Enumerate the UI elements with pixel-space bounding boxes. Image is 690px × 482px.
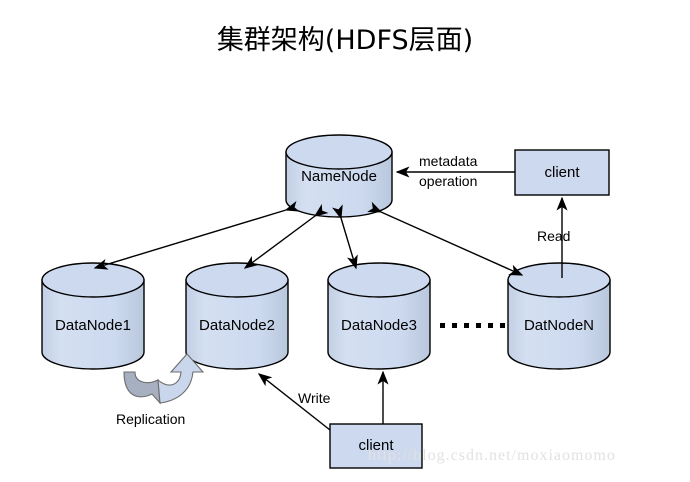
namenode-cylinder-top	[285, 134, 393, 170]
datanoden-cylinder-top	[507, 262, 611, 298]
metadata-label-line2: operation	[419, 173, 478, 189]
node-client-top[interactable]	[514, 149, 610, 196]
datanode2-cylinder-top	[185, 262, 289, 298]
read-label: Read	[537, 228, 571, 244]
edge-namenode-datanoden	[367, 201, 524, 276]
client-bottom-box	[329, 423, 423, 469]
node-datanode2[interactable]	[185, 262, 289, 370]
edge-namenode-datanode3	[332, 204, 358, 270]
node-datanode1[interactable]	[41, 262, 145, 370]
watermark-text: http://blog.csdn.net/moxiaomomo	[368, 447, 616, 464]
datanode3-cylinder-body	[327, 279, 431, 370]
metadata-label-line1: metadata	[419, 153, 478, 169]
replication-arrow	[123, 353, 205, 405]
datanode1-cylinder-body	[41, 279, 145, 370]
page-title: 集群架构(HDFS层面)	[216, 25, 474, 56]
datanode1-cylinder-top	[41, 262, 145, 298]
edge-write	[257, 373, 331, 431]
datanoden-cylinder-body	[507, 279, 611, 370]
write-label: Write	[298, 390, 331, 406]
node-client-bottom[interactable]	[329, 423, 423, 469]
replication-label: Replication	[116, 411, 186, 427]
datanode3-cylinder-top	[327, 262, 431, 298]
node-datanode3[interactable]	[327, 262, 431, 370]
node-datanoden[interactable]	[507, 262, 611, 370]
ellipsis-dots	[440, 323, 505, 328]
node-namenode[interactable]	[285, 134, 393, 218]
client-top-box	[514, 149, 610, 196]
edge-namenode-datanode2	[243, 203, 329, 269]
